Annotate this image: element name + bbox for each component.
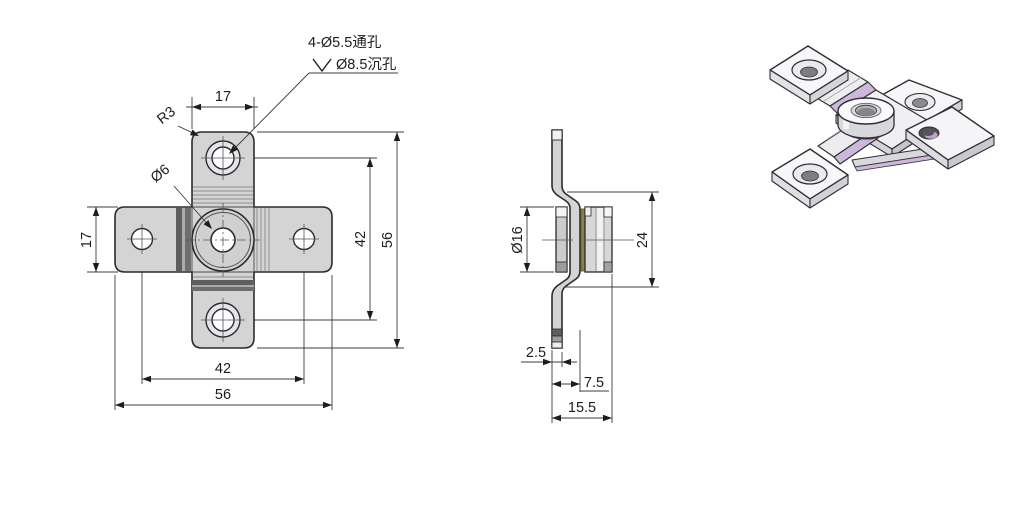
isometric-view xyxy=(769,45,995,209)
svg-text:15.5: 15.5 xyxy=(568,400,596,416)
svg-text:56: 56 xyxy=(215,387,231,403)
side-view: Ø16 24 2.5 7.5 xyxy=(510,129,659,423)
dim-side-height: 24 xyxy=(565,191,659,288)
svg-text:24: 24 xyxy=(635,232,651,248)
dim-overall-height: 56 xyxy=(380,132,401,348)
dim-offset: 7.5 xyxy=(552,375,609,392)
svg-text:4-Ø5.5通孔: 4-Ø5.5通孔 xyxy=(308,34,382,51)
hole-right xyxy=(289,224,319,254)
svg-text:17: 17 xyxy=(79,232,95,248)
svg-text:Ø6: Ø6 xyxy=(148,162,173,187)
bend-band-top xyxy=(193,186,253,204)
svg-text:7.5: 7.5 xyxy=(584,375,604,391)
svg-text:17: 17 xyxy=(215,89,231,105)
svg-text:56: 56 xyxy=(380,232,396,248)
bend-band-right xyxy=(256,208,270,271)
iso-tab-se xyxy=(905,106,995,170)
svg-text:42: 42 xyxy=(353,231,369,247)
svg-text:Ø16: Ø16 xyxy=(510,226,526,253)
strip-top-cap xyxy=(551,129,563,141)
dim-tab-width: 17 xyxy=(186,89,258,111)
hole-left xyxy=(127,224,157,254)
dim-depth: 15.5 xyxy=(552,400,612,422)
dim-hole-span-right: 42 xyxy=(353,158,374,320)
svg-text:42: 42 xyxy=(215,361,231,377)
hole-spec-callout: 4-Ø5.5通孔 Ø8.5沉孔 xyxy=(229,34,398,154)
side-boss-block xyxy=(584,206,613,273)
dim-tab-height: 17 xyxy=(79,207,100,272)
bend-band-left xyxy=(176,208,191,271)
front-view: 17 17 42 56 42 xyxy=(79,34,404,410)
iso-boss xyxy=(837,97,895,140)
dim-overall-width: 56 xyxy=(115,387,332,409)
svg-text:R3: R3 xyxy=(154,104,178,128)
side-boss-disc xyxy=(555,206,568,273)
dim-boss-diameter: Ø16 xyxy=(510,206,554,273)
strip-bottom-bands xyxy=(551,328,563,349)
dim-thickness: 2.5 xyxy=(521,345,577,366)
svg-text:Ø8.5沉孔: Ø8.5沉孔 xyxy=(336,56,397,73)
hole-bottom xyxy=(201,298,245,342)
svg-text:2.5: 2.5 xyxy=(526,345,546,361)
dim-hole-span-bottom: 42 xyxy=(142,361,304,383)
countersink-icon xyxy=(312,58,332,73)
